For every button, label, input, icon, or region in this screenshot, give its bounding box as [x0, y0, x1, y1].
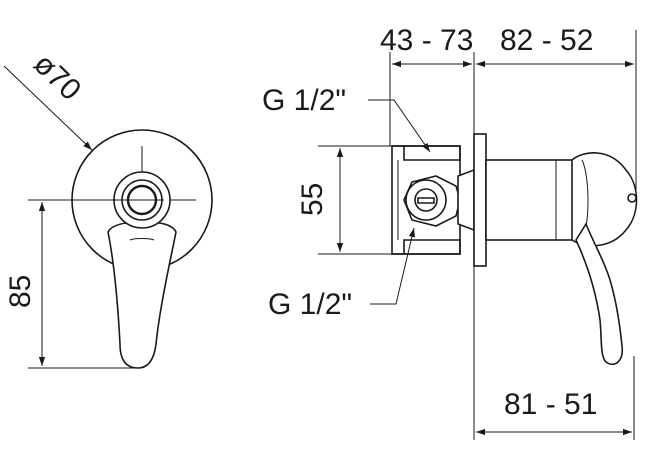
diameter-leader-line — [3, 65, 93, 151]
flange-plate — [473, 133, 487, 267]
lever-reach-label: 81 - 51 — [504, 388, 597, 421]
height-label: 85 — [4, 275, 37, 308]
top-connection-leader — [368, 99, 431, 153]
hex-nut-ring — [405, 179, 447, 221]
depth-range-left-label: 43 - 73 — [380, 24, 473, 57]
valve-body — [485, 159, 581, 241]
bracket-top-flange — [392, 145, 461, 161]
bottom-connection-leader — [370, 227, 415, 305]
hex-fitting — [403, 175, 461, 227]
valve-neck — [457, 168, 475, 232]
bottom-connection-callout: G 1/2" — [268, 227, 415, 321]
front-lever-handle — [107, 221, 177, 369]
top-connection-callout: G 1/2" — [262, 84, 431, 153]
hex-nut-slot — [417, 197, 435, 204]
bottom-connection-label: G 1/2" — [268, 288, 352, 321]
top-connection-label: G 1/2" — [262, 84, 346, 117]
depth-dimensions: 43 - 73 82 - 52 — [380, 24, 637, 196]
side-view — [391, 52, 638, 440]
diameter-callout: ø70 — [3, 47, 93, 151]
spacing-label: 55 — [296, 183, 329, 216]
connection-spacing-dimension: 55 — [296, 145, 392, 255]
hex-nut-bore — [414, 188, 438, 212]
front-lever-detail — [129, 238, 155, 241]
diameter-label: ø70 — [27, 47, 87, 107]
bracket-bottom-flange — [392, 239, 461, 255]
handle-cap-screw — [627, 193, 637, 203]
lever-reach-dimension: 81 - 51 — [476, 356, 635, 440]
depth-range-right-label: 82 - 52 — [500, 24, 593, 57]
side-lever-handle — [575, 222, 624, 366]
front-view — [71, 129, 213, 369]
height-dimension: 85 — [4, 199, 136, 369]
